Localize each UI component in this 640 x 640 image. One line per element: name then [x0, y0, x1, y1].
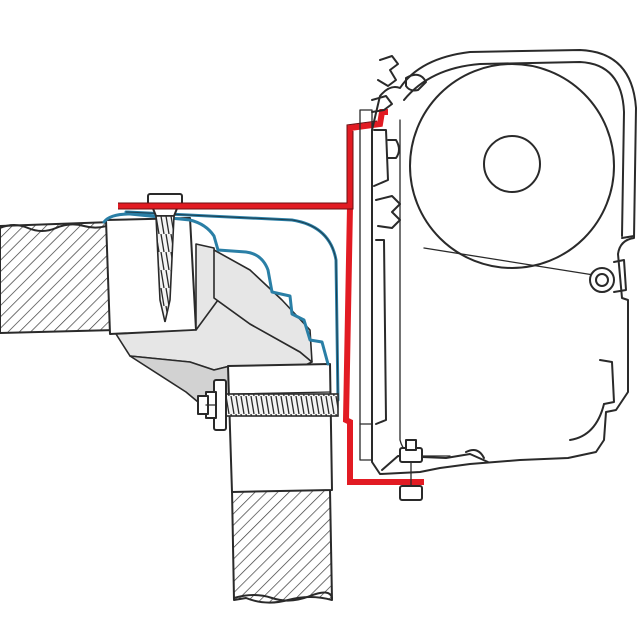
seal-profile	[102, 210, 340, 402]
case-nut	[399, 439, 423, 501]
roof-section	[231, 489, 333, 604]
post-block	[227, 363, 333, 493]
fabric-roller	[409, 63, 615, 293]
through-bolt	[197, 379, 339, 431]
mounting-block	[105, 217, 313, 413]
awning-case	[359, 49, 637, 475]
adapter-bracket	[118, 109, 424, 485]
wall-section	[0, 221, 117, 334]
